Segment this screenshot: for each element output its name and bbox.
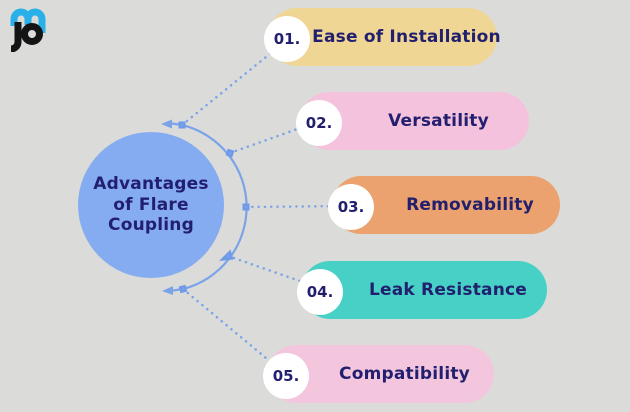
logo-m-shape [10,8,46,33]
advantage-pill-1: 01. Ease of Installation [264,8,501,66]
center-topic-circle: Advantages of Flare Coupling [78,132,224,278]
advantage-number-3: 03. [328,184,374,230]
advantage-label-4: Leak Resistance [368,280,528,300]
advantage-pill-3: 03. Removability [328,176,560,234]
advantage-number-2: 02. [296,100,342,146]
arc-node-4-arrow-icon [219,249,234,261]
logo-p-stem [10,22,22,52]
advantage-number-1: 01. [264,16,310,62]
advantage-number-4: 04. [297,269,343,315]
advantage-label-5: Compatibility [339,364,470,384]
advantage-pill-5: 05. Compatibility [263,345,494,403]
advantage-label-3: Removability [406,195,534,215]
arrowhead-top-icon [161,119,172,129]
center-topic-title: Advantages of Flare Coupling [93,173,209,236]
logo-p-bowl [21,23,43,45]
dotted-line-3 [244,204,350,209]
advantage-pill-2: 02. Versatility [296,92,529,150]
advantage-label-1: Ease of Installation [312,27,501,47]
advantage-number-5: 05. [263,353,309,399]
pm-logo-icon [10,8,46,52]
arrowhead-bottom-icon [162,286,173,295]
advantage-label-2: Versatility [388,111,489,131]
advantage-pill-4: 04. Leak Resistance [297,261,547,319]
